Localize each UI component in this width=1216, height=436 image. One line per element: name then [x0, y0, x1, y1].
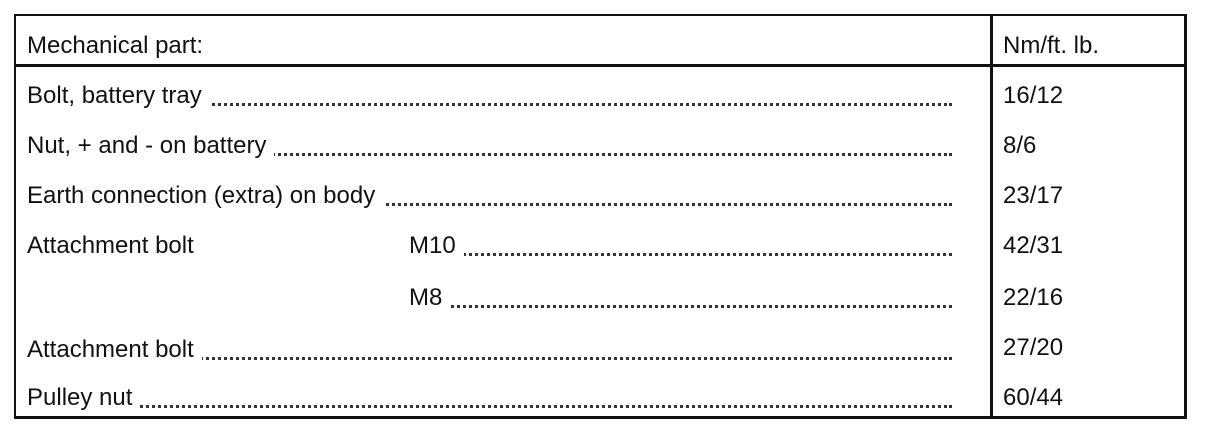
table-row: M8: [27, 284, 952, 314]
dot-leader: [27, 203, 952, 206]
table-row: Bolt, battery tray: [27, 82, 952, 112]
torque-value: 8/6: [1003, 132, 1037, 159]
table-row: Earth connection (extra) on body: [27, 182, 952, 212]
table-row: Attachment bolt M10: [27, 232, 952, 262]
torque-value: 23/17: [1003, 182, 1064, 209]
torque-value: 60/44: [1003, 384, 1064, 411]
thread-size: M10: [409, 232, 464, 260]
dot-leader: [27, 103, 952, 106]
part-name: Nut, + and - on battery: [27, 132, 275, 160]
thread-size: M8: [409, 284, 451, 312]
torque-value: 22/16: [1003, 284, 1064, 311]
dot-leader: [409, 253, 952, 256]
part-name: Attachment bolt: [27, 336, 202, 364]
dot-leader: [409, 305, 952, 308]
torque-value: 16/12: [1003, 82, 1064, 109]
part-name: Bolt, battery tray: [27, 82, 210, 110]
table-row: Pulley nut: [27, 384, 952, 414]
part-name: Pulley nut: [27, 384, 141, 412]
torque-value: 27/20: [1003, 334, 1064, 361]
torque-table: Mechanical part: Nm/ft. lb. Bolt, batter…: [14, 14, 1187, 419]
header-torque-unit: Nm/ft. lb.: [1003, 32, 1100, 59]
dot-leader: [27, 357, 952, 360]
part-name: Earth connection (extra) on body: [27, 182, 384, 210]
torque-value: 42/31: [1003, 232, 1064, 259]
part-name: Attachment bolt: [27, 232, 202, 260]
dot-leader: [27, 405, 952, 408]
dot-leader: [27, 153, 952, 156]
table-row: Nut, + and - on battery: [27, 132, 952, 162]
column-divider: [990, 16, 993, 416]
table-row: Attachment bolt: [27, 336, 952, 366]
header-divider: [16, 64, 1184, 67]
header-mechanical-part: Mechanical part:: [27, 32, 204, 59]
